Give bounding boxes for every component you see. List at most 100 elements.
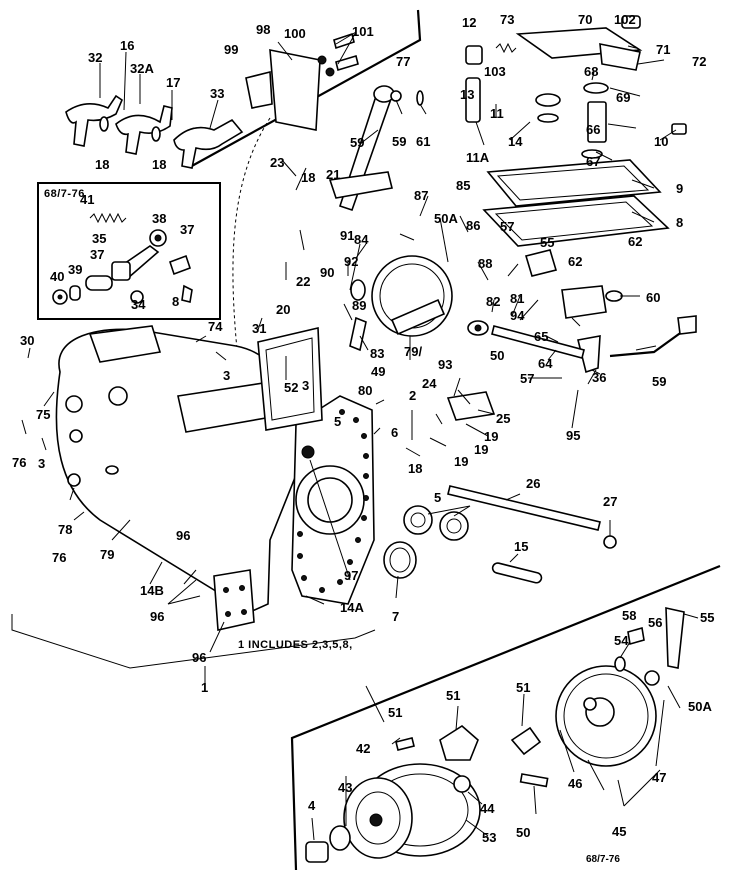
callout: 83 [370,346,384,361]
callout: 82 [486,294,500,309]
callout: 78 [58,522,72,537]
callout: 50 [490,348,504,363]
callout: 27 [603,494,617,509]
callout: 94 [510,308,525,323]
callout: 85 [456,178,470,193]
callout: 90 [320,265,334,280]
callout: 17 [166,75,180,90]
callout: 71 [656,42,670,57]
callout: 54 [614,633,629,648]
callout: 66 [586,122,600,137]
callout: 64 [538,356,553,371]
callout: 74 [208,319,223,334]
leader-lines [21,31,699,841]
callout: 30 [20,333,34,348]
callout: 11 [490,106,504,121]
shafts [447,485,617,584]
callout: 80 [358,383,372,398]
callout: 86 [466,218,480,233]
callout: 50A [434,211,458,226]
callout: 44 [480,801,495,816]
callout: 6 [391,425,398,440]
lower-inset-parts [305,606,685,863]
callout: 12 [462,15,476,30]
callout: 16 [120,38,134,53]
callout: 102 [614,12,636,27]
callout: 69 [616,90,630,105]
callout: 31 [252,321,266,336]
callout: 40 [50,269,64,284]
callout: 51 [516,680,530,695]
pto-flange [349,255,489,352]
transmission-housing [55,325,375,631]
callout: 8 [676,215,683,230]
callout: 96 [150,609,164,624]
callout: 72 [692,54,706,69]
gasket-55-upper [257,327,323,431]
callout: 42 [356,741,370,756]
callout: 79 [100,547,114,562]
callout: 23 [270,155,284,170]
callout: 36 [592,370,606,385]
callout: 56 [648,615,662,630]
callout: 79/ [404,344,422,359]
callout: 35 [92,231,106,246]
callout: 18 [95,157,109,172]
callout: 47 [652,770,666,785]
callout: 52 [284,380,298,395]
callout: 51 [388,705,402,720]
shift-forks [65,94,244,169]
callout: 22 [296,274,310,289]
callout: 95 [566,428,580,443]
callout-labels: 1 2 3 3 3 4 5 5 6 7 8 8 9 10 11 11A 12 1… [12,12,714,845]
callout: 98 [256,22,270,37]
callout: 34 [131,297,146,312]
callout: 19 [474,442,488,457]
callout: 76 [12,455,26,470]
callout: 14A [340,600,364,615]
callout: 73 [500,12,514,27]
callout: 99 [224,42,238,57]
frame-lines [11,9,721,871]
callout: 88 [478,256,492,271]
bracket-101 [245,32,359,131]
callout: 14 [508,134,523,149]
callout: 18 [301,170,315,185]
callout: 67 [586,154,600,169]
callout: 32A [130,61,154,76]
callout: 24 [422,376,437,391]
callout: 46 [568,776,582,791]
callout: 21 [326,167,340,182]
callout: 33 [210,86,224,101]
footer-code: 68/7-76 [586,854,620,865]
callout: 5 [334,414,341,429]
callout: 70 [578,12,592,27]
callout: 60 [646,290,660,305]
callout: 62 [568,254,582,269]
callout: 81 [510,291,524,306]
callout: 2 [409,388,416,403]
callout: 61 [416,134,430,149]
callout: 57 [520,371,534,386]
callout: 45 [612,824,626,839]
callout: 13 [460,87,474,102]
callout: 49 [371,364,385,379]
callout: 8 [172,294,179,309]
callout: 59 [392,134,406,149]
callout: 18 [408,461,422,476]
callout: 14B [140,583,164,598]
bearings [383,505,469,579]
callout: 87 [414,188,428,203]
callout: 1 [201,680,208,695]
callout: 100 [284,26,306,41]
callout: 19 [484,429,498,444]
callout: 53 [482,830,496,845]
callout: 7 [392,609,399,624]
callout: 39 [68,262,82,277]
callout: 19 [454,454,468,469]
includes-note: 1 INCLUDES 2,3,5,8, [238,639,353,651]
callout: 65 [534,329,548,344]
callout: 75 [36,407,50,422]
callout: 103 [484,64,506,79]
